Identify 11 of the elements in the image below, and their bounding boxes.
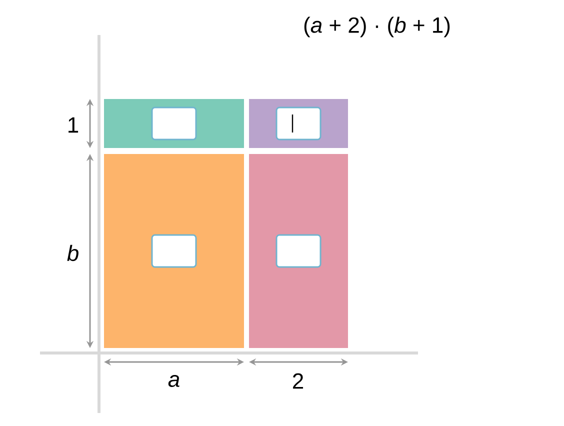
dimension-label: 2	[293, 373, 304, 389]
area-rectangle	[104, 154, 244, 348]
expression-title: (a + 2) · (b + 1)	[304, 16, 450, 38]
input-field	[151, 234, 197, 268]
input-field	[276, 106, 322, 140]
area-rectangle	[249, 154, 348, 348]
input-field	[151, 106, 197, 140]
dimension-label: 1	[68, 117, 78, 133]
input-field	[276, 234, 322, 268]
dimension-label: b	[67, 244, 78, 262]
dimension-label: a	[168, 374, 180, 388]
